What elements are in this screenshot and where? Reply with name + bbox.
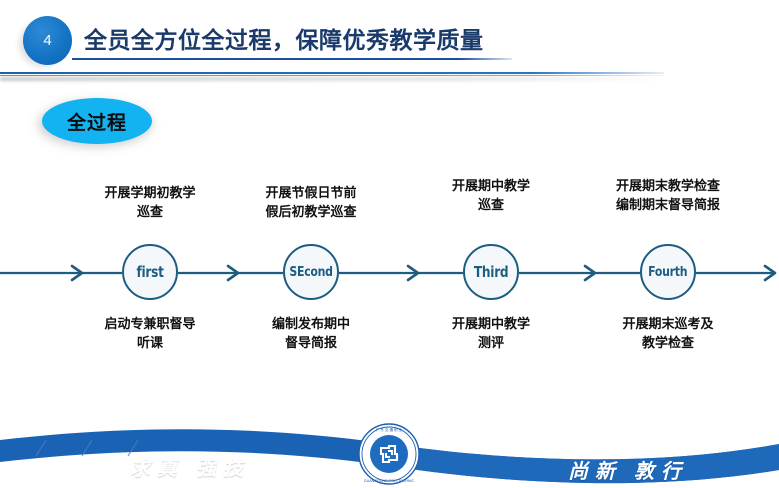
svg-text:广 东 交 通 职 业: 广 东 交 通 职 业 xyxy=(376,427,403,432)
timeline-axis xyxy=(0,264,777,282)
title-underline xyxy=(72,58,512,60)
slide-number-badge: 4 xyxy=(23,16,72,65)
timeline-node-2-marker: SEcond xyxy=(289,264,333,280)
timeline-node-2[interactable]: SEcond xyxy=(283,244,339,300)
timeline-node-3[interactable]: Third xyxy=(463,244,519,300)
footer-wave-right-band xyxy=(390,444,779,484)
timeline-node-2-top-caption: 开展节假日节前 假后初教学巡查 xyxy=(265,185,357,219)
timeline-node-4-marker: Fourth xyxy=(648,264,688,280)
svg-text:GUANGDONG POLYTECHNIC: GUANGDONG POLYTECHNIC xyxy=(364,479,415,483)
timeline-node-3-marker: Third xyxy=(473,263,509,281)
timeline-node-3-bottom-caption: 开展期中教学 测评 xyxy=(451,316,530,350)
timeline-node-1[interactable]: first xyxy=(122,244,178,300)
header-divider-shadow xyxy=(0,77,668,81)
timeline-node-4[interactable]: Fourth xyxy=(640,244,696,300)
timeline-node-4-bottom-caption: 开展期末巡考及 教学检查 xyxy=(622,316,714,350)
timeline-node-3-top-caption: 开展期中教学 巡查 xyxy=(451,178,530,212)
timeline-node-1-bottom-caption: 启动专兼职督导 听课 xyxy=(104,316,196,350)
timeline-node-4-top-caption: 开展期末教学检查 编制期末督导简报 xyxy=(615,178,720,212)
section-pill: 全过程 xyxy=(42,98,152,144)
university-seal-icon: 广 东 交 通 职 业 GUANGDONG POLYTECHNIC xyxy=(358,423,420,485)
footer-motto-right: 尚新 敦行 xyxy=(568,461,688,483)
header-divider-primary xyxy=(0,72,664,74)
timeline-node-1-marker: first xyxy=(136,263,164,281)
footer-motto-left: 求真 强技 xyxy=(130,458,250,480)
footer-slash-marks xyxy=(35,439,139,457)
timeline-node-2-bottom-caption: 编制发布期中 督导简报 xyxy=(271,316,350,350)
header-divider-secondary xyxy=(0,75,664,76)
timeline-node-1-top-caption: 开展学期初教学 巡查 xyxy=(104,185,196,219)
page-title: 全员全方位全过程，保障优秀教学质量 xyxy=(84,27,484,53)
